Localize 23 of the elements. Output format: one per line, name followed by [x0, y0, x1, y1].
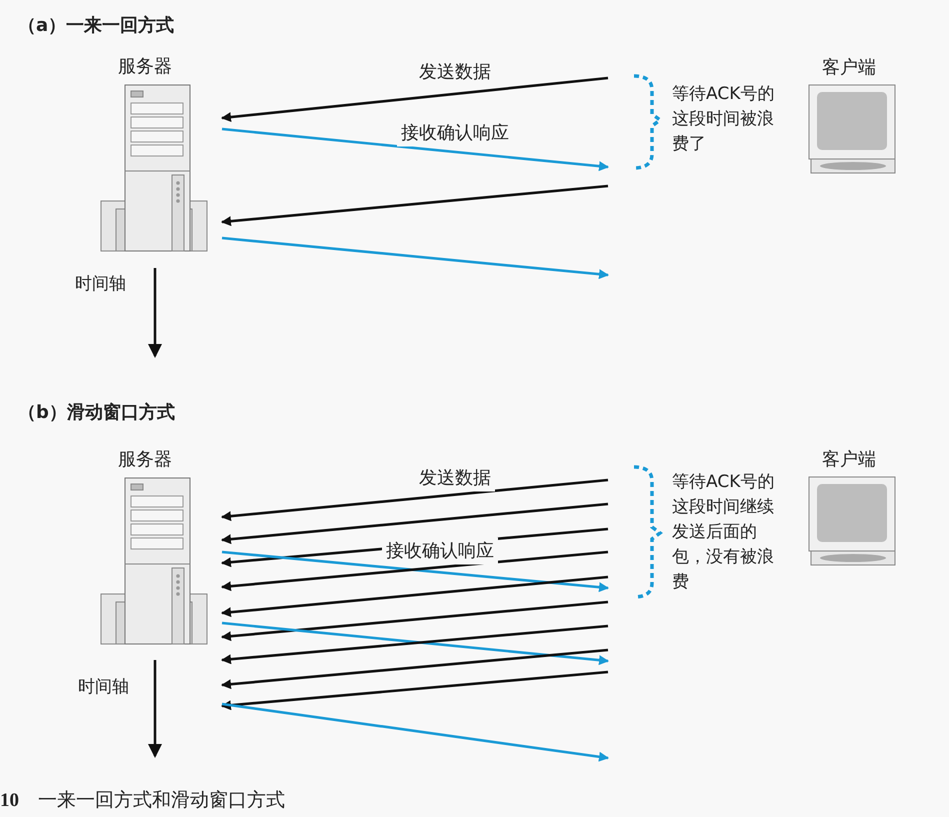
arrow: [221, 478, 608, 522]
note-text: 等待ACK号的这段时间被浪费了: [672, 83, 776, 156]
arrow: [222, 702, 609, 762]
node-label: 服务器: [118, 55, 172, 79]
axis-label: 时间轴: [78, 676, 130, 699]
node-label: 客户端: [822, 56, 876, 80]
arrow: [222, 128, 609, 172]
node-label: 服务器: [118, 448, 172, 472]
note-text: 等待ACK号的这段时间继续发送后面的包，没有被浪费: [672, 471, 776, 594]
panel-title: （b）滑动窗口方式: [18, 401, 176, 425]
caption: 10 一来一回方式和滑动窗口方式: [0, 789, 285, 813]
arrow: [221, 502, 608, 544]
arrow: [221, 600, 608, 642]
arrow: [221, 576, 608, 618]
arrow: [222, 236, 609, 280]
edge-label: 接收确认响应: [382, 538, 498, 564]
arrow: [221, 648, 608, 690]
node-label: 客户端: [822, 448, 876, 472]
axis-label: 时间轴: [75, 273, 127, 296]
arrow: [221, 670, 608, 710]
arrow: [221, 184, 608, 226]
arrow: [221, 76, 608, 122]
panel-title: （a）一来一回方式: [18, 14, 176, 38]
